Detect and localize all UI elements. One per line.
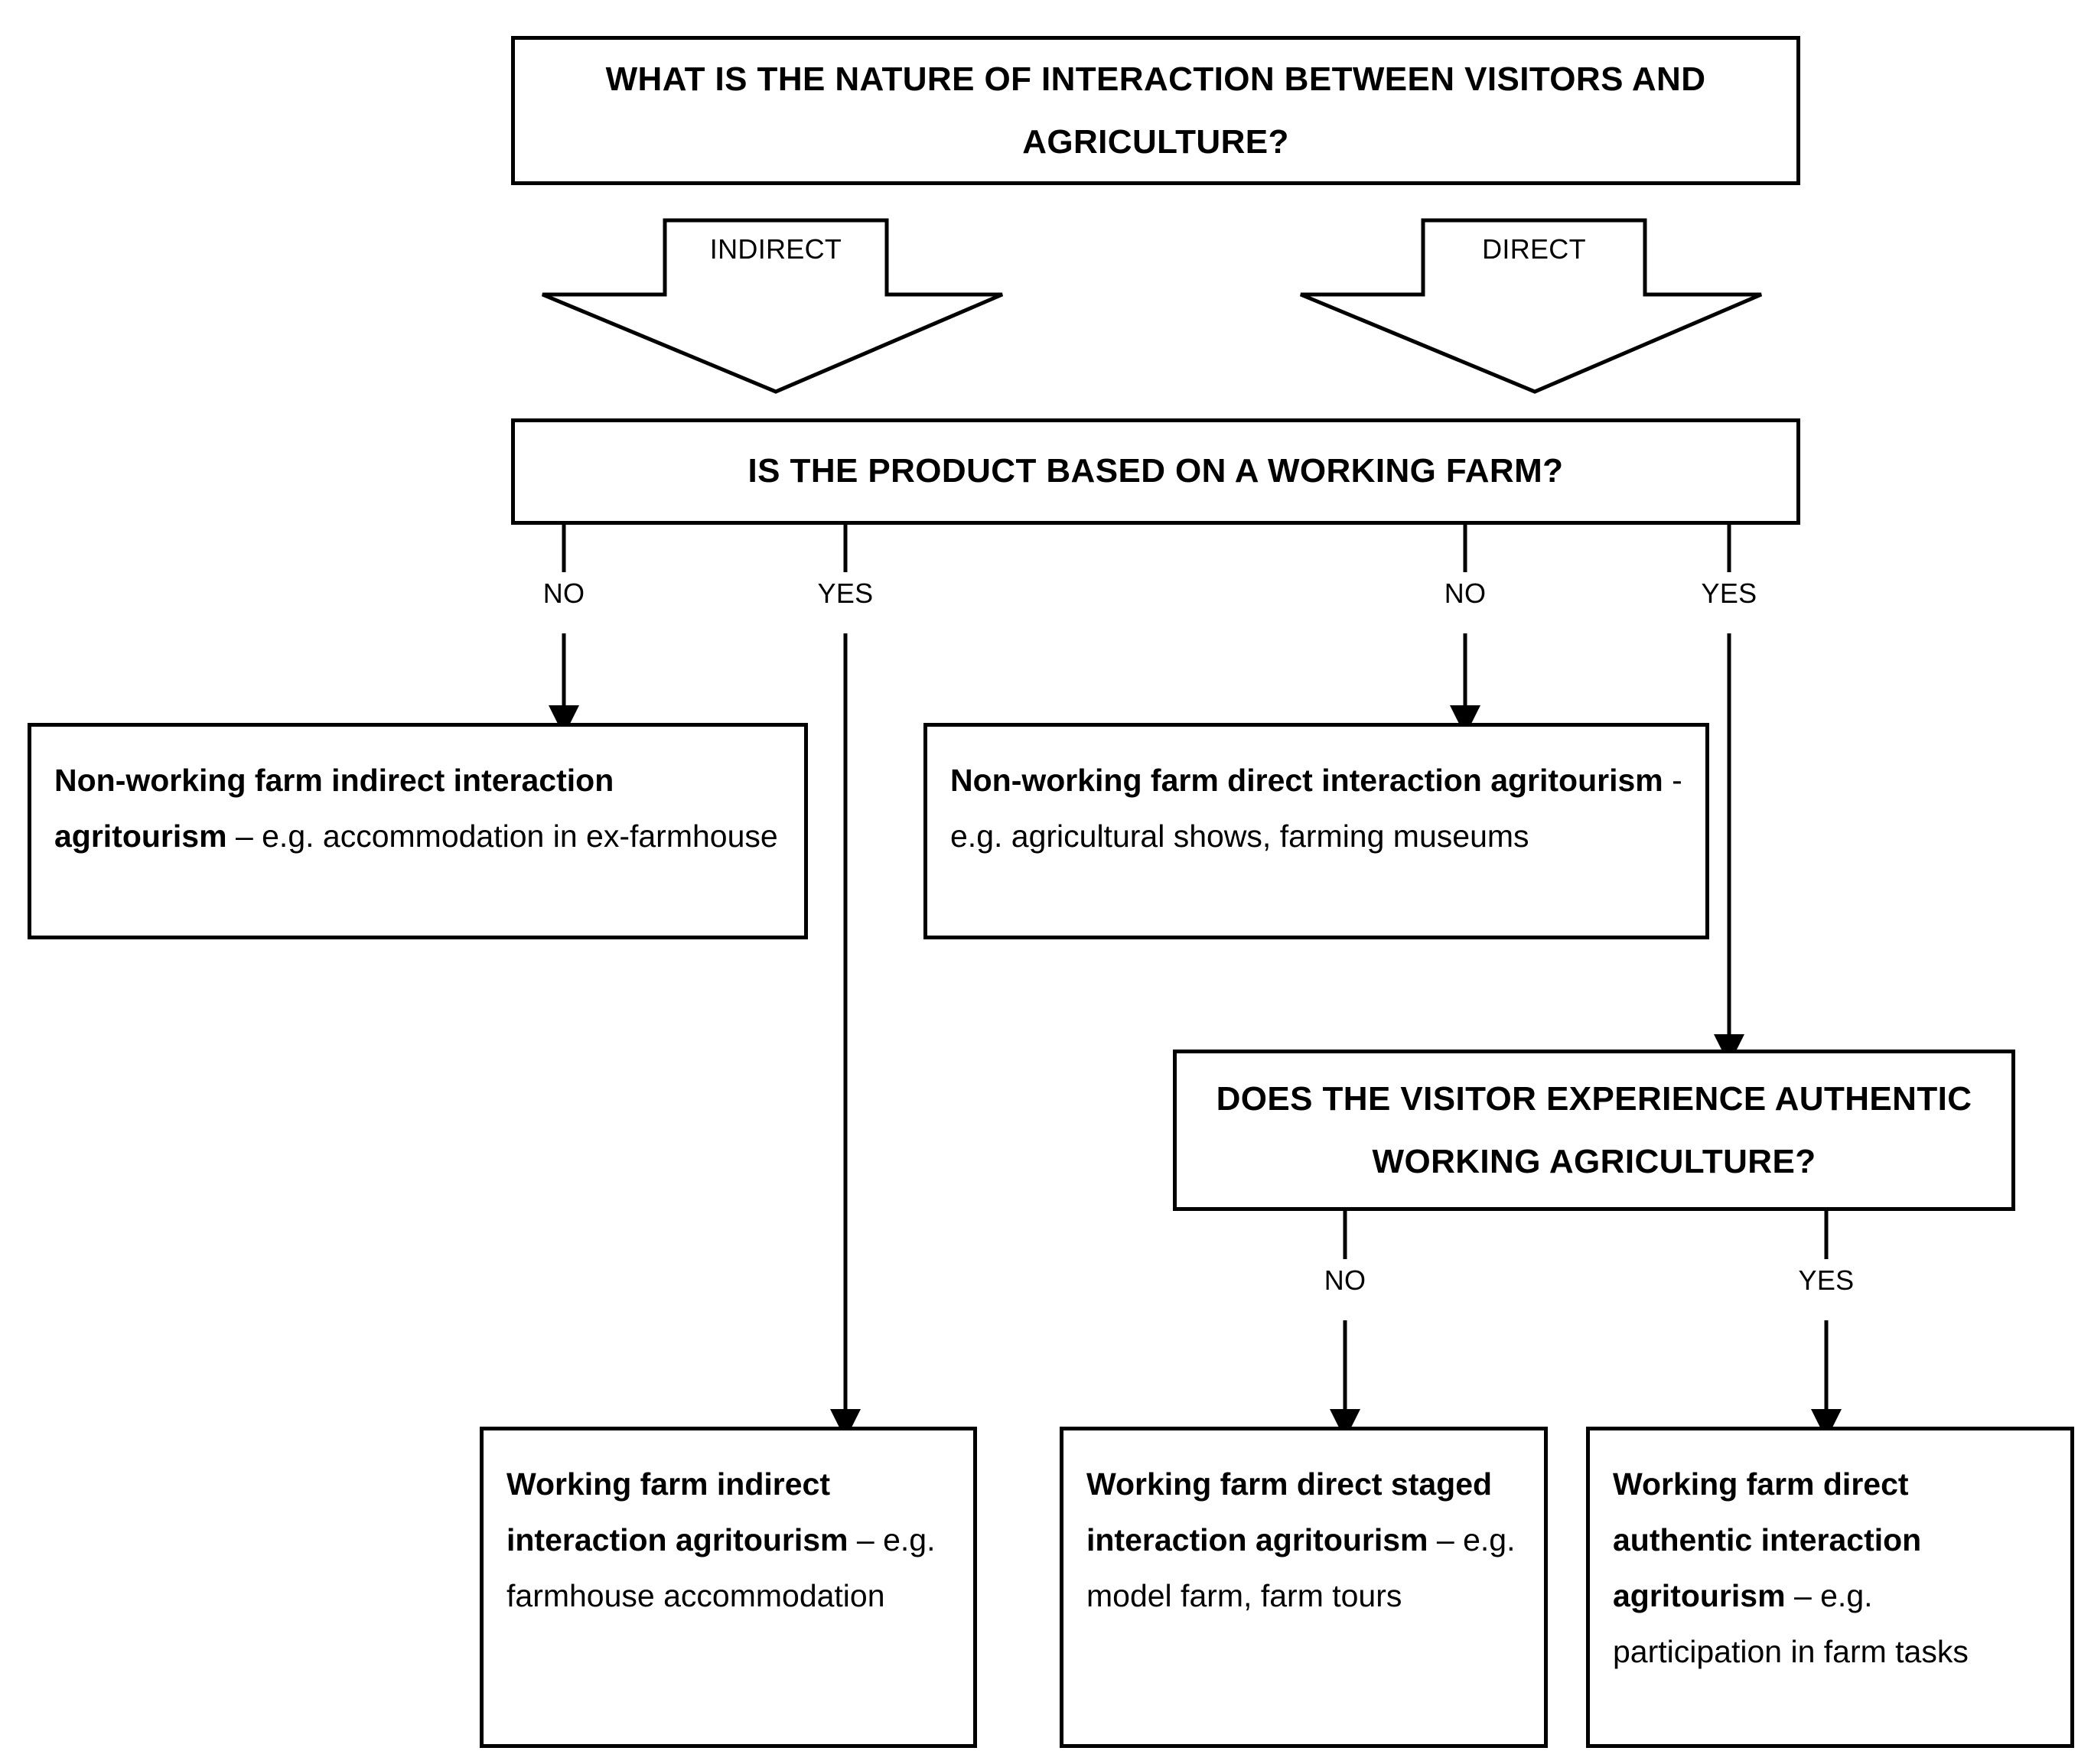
branch-label-direct-no: NO bbox=[1444, 578, 1487, 609]
outcome-node-working-indirect-label: Working farm indirect interaction agrito… bbox=[506, 1456, 950, 1624]
outcome-rest-text: – e.g. participation in farm tasks bbox=[1613, 1577, 1969, 1669]
outcome-node-nonworking-direct-label: Non-working farm direct interaction agri… bbox=[950, 753, 1682, 864]
outcome-node-nonworking-indirect[interactable]: Non-working farm indirect interaction ag… bbox=[28, 723, 808, 939]
question-node-working-farm-label: IS THE PRODUCT BASED ON A WORKING FARM? bbox=[747, 452, 1564, 490]
outcome-bold-text: Working farm indirect interaction agrito… bbox=[506, 1466, 848, 1557]
branch-label-indirect-yes: YES bbox=[817, 578, 874, 609]
outcome-node-working-direct-staged[interactable]: Working farm direct staged interaction a… bbox=[1060, 1427, 1548, 1748]
outcome-node-nonworking-direct[interactable]: Non-working farm direct interaction agri… bbox=[923, 723, 1709, 939]
block-arrow-direct-label: DIRECT bbox=[1482, 233, 1586, 265]
branch-label-authentic-yes: YES bbox=[1798, 1264, 1855, 1296]
outcome-node-working-direct-authentic-label: Working farm direct authentic interactio… bbox=[1613, 1456, 2047, 1680]
branch-label-authentic-no: NO bbox=[1324, 1264, 1366, 1296]
outcome-rest-text: – e.g. model farm, farm tours bbox=[1086, 1522, 1516, 1613]
outcome-node-nonworking-indirect-label: Non-working farm indirect interaction ag… bbox=[54, 753, 781, 864]
outcome-bold-text: Working farm direct staged interaction a… bbox=[1086, 1466, 1493, 1557]
outcome-rest-text: - e.g. agricultural shows, farming museu… bbox=[950, 763, 1682, 854]
outcome-rest-text: – e.g. accommodation in ex-farmhouse bbox=[226, 818, 778, 854]
question-node-authentic-agriculture[interactable]: DOES THE VISITOR EXPERIENCE AUTHENTIC WO… bbox=[1173, 1050, 2015, 1211]
outcome-node-working-direct-staged-label: Working farm direct staged interaction a… bbox=[1086, 1456, 1521, 1624]
branch-label-indirect-no: NO bbox=[542, 578, 585, 609]
question-node-authentic-agriculture-label: DOES THE VISITOR EXPERIENCE AUTHENTIC WO… bbox=[1216, 1080, 1972, 1180]
outcome-node-working-indirect[interactable]: Working farm indirect interaction agrito… bbox=[480, 1427, 977, 1748]
question-node-root-label: WHAT IS THE NATURE OF INTERACTION BETWEE… bbox=[605, 60, 1706, 161]
outcome-bold-text: Non-working farm indirect interaction ag… bbox=[54, 763, 614, 854]
outcome-bold-text: Non-working farm direct interaction agri… bbox=[950, 763, 1663, 798]
outcome-bold-text: Working farm direct authentic interactio… bbox=[1613, 1466, 1922, 1613]
branch-label-direct-yes: YES bbox=[1701, 578, 1757, 609]
block-arrow-indirect-label: INDIRECT bbox=[709, 233, 842, 265]
question-node-root[interactable]: WHAT IS THE NATURE OF INTERACTION BETWEE… bbox=[511, 36, 1800, 185]
question-node-working-farm[interactable]: IS THE PRODUCT BASED ON A WORKING FARM? bbox=[511, 418, 1800, 525]
outcome-rest-text: – e.g. farmhouse accommodation bbox=[506, 1522, 936, 1613]
outcome-node-working-direct-authentic[interactable]: Working farm direct authentic interactio… bbox=[1586, 1427, 2074, 1748]
